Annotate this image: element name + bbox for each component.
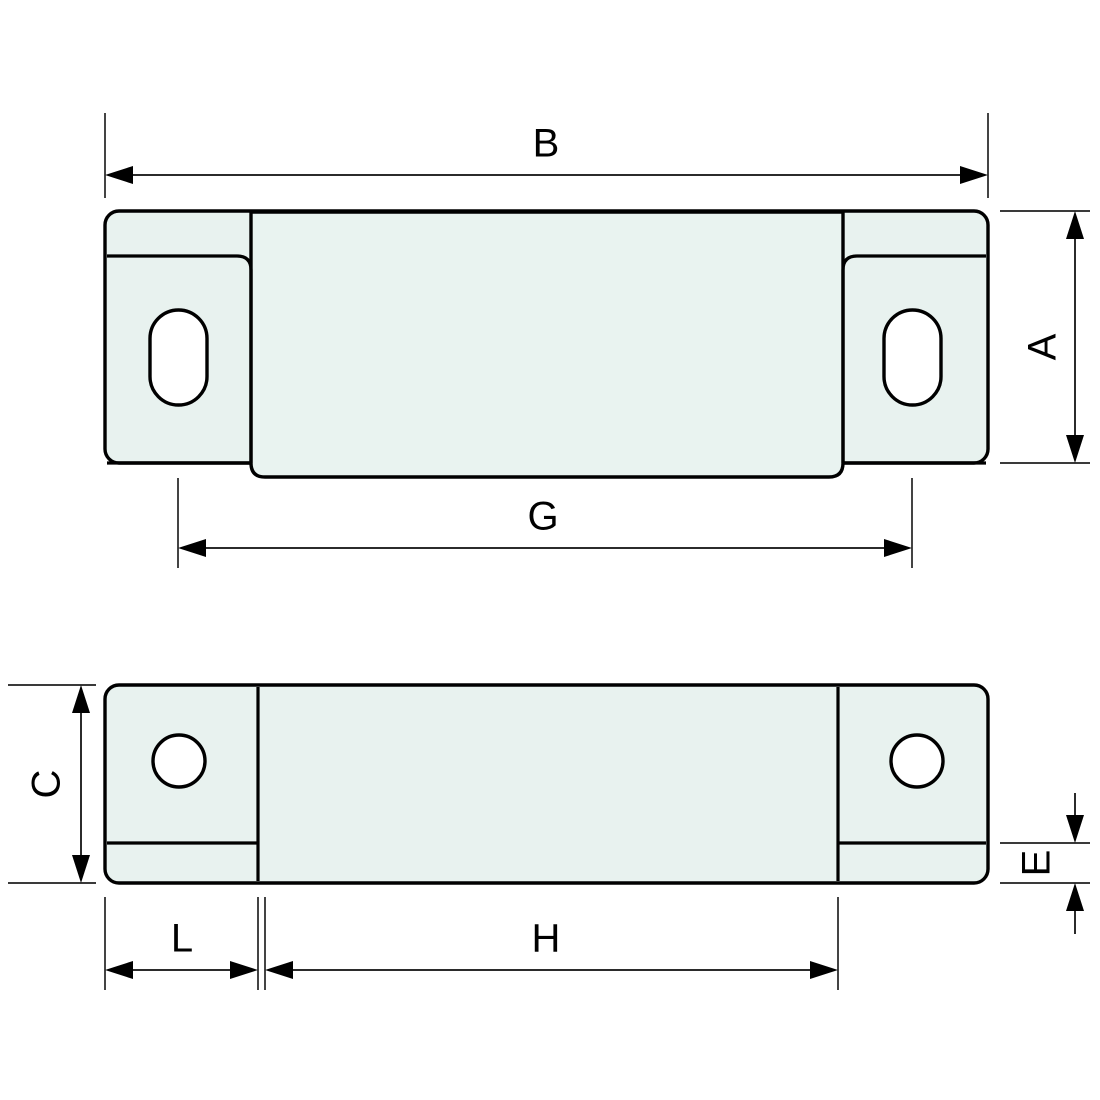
dimension-E: E [1000, 793, 1090, 934]
hole-left [151, 733, 207, 789]
dimension-B-label: B [533, 122, 560, 166]
dimension-C: C [8, 684, 96, 884]
dimension-B-arrow-left [105, 166, 133, 184]
dimension-G-label: G [527, 495, 558, 539]
dimension-G: G [177, 478, 913, 568]
dimension-A-arrow-bottom [1066, 435, 1084, 463]
dimension-H: H [264, 897, 839, 990]
top-view-inner-body [249, 210, 845, 479]
top-view-left-ear-outline [107, 254, 253, 463]
dimension-A: A [1000, 210, 1090, 464]
dimension-E-arrow-bottom [1066, 883, 1084, 911]
slot-left [148, 308, 209, 407]
top-view-right-ear-outline [841, 254, 986, 463]
dimension-L: L [104, 897, 259, 990]
dimension-H-arrow-left [265, 961, 293, 979]
slot-right [882, 308, 943, 407]
dimension-A-arrow-top [1066, 211, 1084, 239]
dimension-G-arrow-left [178, 539, 206, 557]
dimension-E-arrow-top [1066, 815, 1084, 843]
dimension-C-arrow-bottom [72, 855, 90, 883]
top-view-group [103, 209, 990, 479]
dimension-A-label: A [1021, 333, 1065, 360]
dimension-C-label: C [25, 770, 69, 799]
dimension-H-arrow-right [810, 961, 838, 979]
hole-right [889, 733, 945, 789]
dimension-B-arrow-right [960, 166, 988, 184]
dimension-G-arrow-right [884, 539, 912, 557]
dimension-L-label: L [171, 917, 193, 961]
dimension-L-arrow-left [105, 961, 133, 979]
dimension-L-arrow-right [230, 961, 258, 979]
side-view-group [103, 683, 990, 885]
dimension-H-label: H [532, 917, 561, 961]
dimension-B: B [104, 113, 989, 198]
dimension-E-label: E [1015, 850, 1059, 877]
dimension-C-arrow-top [72, 685, 90, 713]
side-view-body [103, 683, 990, 885]
